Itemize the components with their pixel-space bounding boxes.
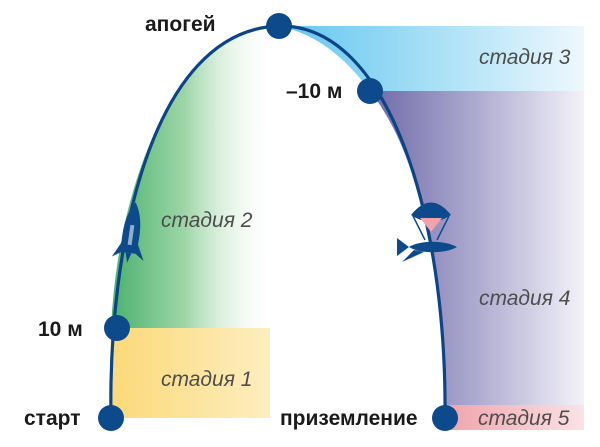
- ascent-10m-label: 10 м: [38, 318, 83, 341]
- stage-2-band: [111, 26, 277, 328]
- parachute-icon: [397, 202, 457, 262]
- start-point: [98, 405, 124, 431]
- stage-3-band: [279, 26, 584, 91]
- stage-5-label: стадия 5: [478, 407, 570, 430]
- apogee-label: апогей: [145, 13, 216, 36]
- stage-3-label: стадия 3: [479, 46, 571, 69]
- stage-1-label: стадия 1: [161, 368, 252, 391]
- ascent-10m-point: [104, 315, 130, 341]
- stage-4-label: стадия 4: [479, 287, 570, 310]
- start-label: старт: [24, 407, 80, 430]
- stage-4-band: [370, 91, 584, 405]
- descent-10m-point: [357, 78, 383, 104]
- landing-point: [432, 405, 458, 431]
- stage-1-band: [110, 328, 270, 418]
- stage-2-label: стадия 2: [161, 209, 253, 232]
- landing-label: приземление: [280, 407, 418, 430]
- apogee-point: [266, 13, 292, 39]
- descent-10m-label: –10 м: [286, 80, 342, 103]
- stage-5-band: [445, 405, 584, 430]
